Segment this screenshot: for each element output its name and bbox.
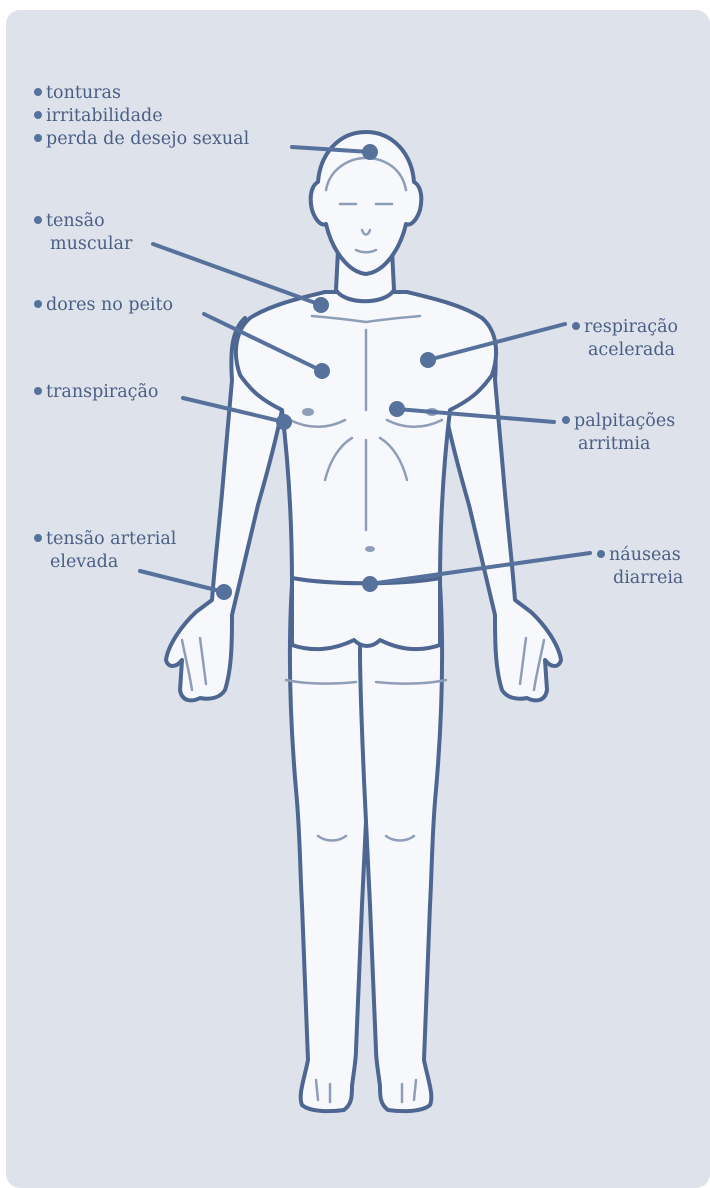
- bullet-icon: [34, 534, 42, 542]
- label-stomach-1: náuseas: [609, 545, 681, 565]
- label-breathing-1: respiração: [584, 317, 678, 337]
- marker-dot-breathing: [420, 352, 436, 368]
- label-group-stomach: náuseas diarreia: [597, 544, 683, 590]
- marker-dot-heart: [389, 401, 405, 417]
- bullet-icon: [34, 134, 42, 142]
- label-stomach-2: diarreia: [613, 568, 683, 588]
- label-group-heart: palpitações arritmia: [562, 410, 675, 456]
- bullet-icon: [34, 300, 42, 308]
- label-group-breathing: respiração acelerada: [572, 316, 678, 362]
- marker-dot-stomach: [362, 576, 378, 592]
- label-bp-2: elevada: [50, 552, 118, 572]
- label-chest-pain: dores no peito: [46, 295, 173, 315]
- marker-dot-bp: [216, 584, 232, 600]
- label-muscle-1: tensão: [46, 211, 105, 231]
- callout-line-muscle: [153, 244, 321, 305]
- marker-dot-sweat: [276, 414, 292, 430]
- bullet-icon: [34, 88, 42, 96]
- label-group-chest: dores no peito: [34, 294, 173, 317]
- label-bp-1: tensão arterial: [46, 529, 176, 549]
- label-heart-1: palpitações: [574, 411, 675, 431]
- label-libido: perda de desejo sexual: [46, 129, 249, 149]
- marker-dot-chest: [314, 363, 330, 379]
- marker-dot-head: [362, 144, 378, 160]
- bullet-icon: [597, 550, 605, 558]
- label-group-head: tonturas irritabilidade perda de desejo …: [34, 82, 249, 151]
- label-heart-2: arritmia: [578, 434, 650, 454]
- label-breathing-2: acelerada: [588, 340, 675, 360]
- label-muscle-2: muscular: [50, 234, 132, 254]
- bullet-icon: [562, 416, 570, 424]
- label-group-blood-pressure: tensão arterial elevada: [34, 528, 176, 574]
- bullet-icon: [572, 322, 580, 330]
- marker-dot-muscle: [313, 297, 329, 313]
- label-dizziness: tonturas: [46, 83, 121, 103]
- right-leg: [360, 584, 442, 1111]
- bullet-icon: [34, 216, 42, 224]
- label-group-sweat: transpiração: [34, 381, 158, 404]
- label-group-muscle: tensão muscular: [34, 210, 132, 256]
- callout-line-bp: [140, 571, 224, 592]
- label-sweating: transpiração: [46, 382, 158, 402]
- bullet-icon: [34, 387, 42, 395]
- bullet-icon: [34, 111, 42, 119]
- label-irritability: irritabilidade: [46, 106, 163, 126]
